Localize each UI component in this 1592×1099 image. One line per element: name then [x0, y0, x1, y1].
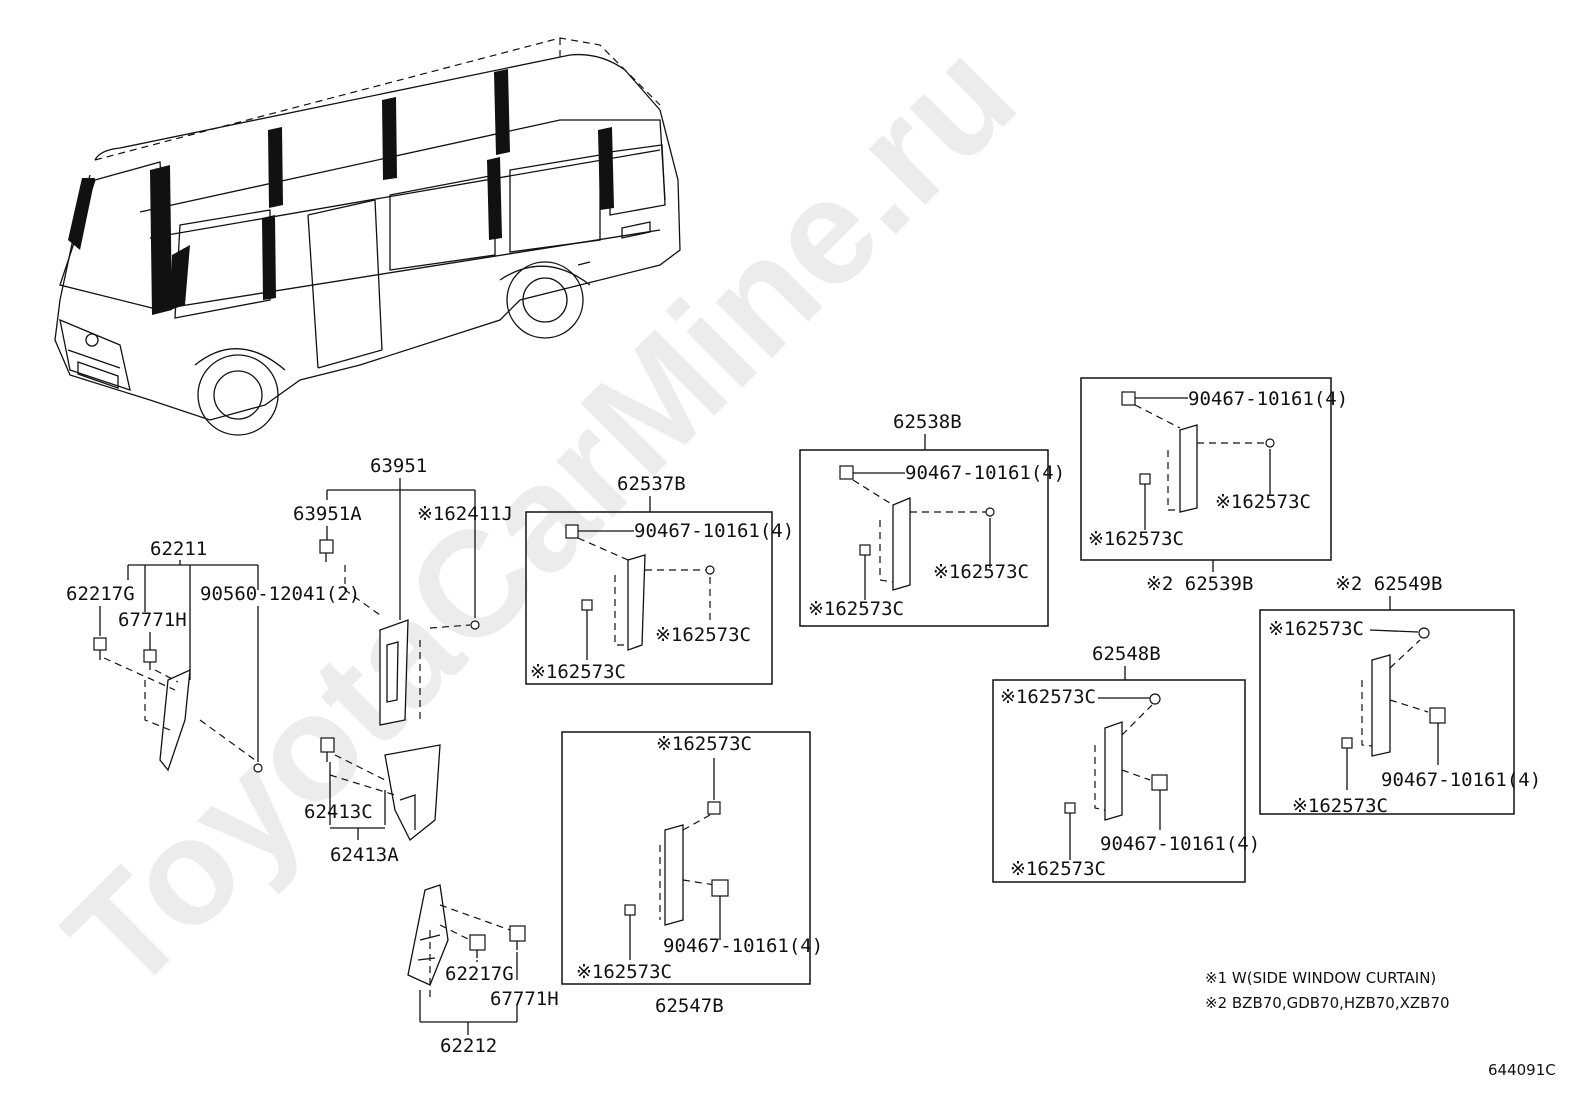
- pillar-garnish-62211: [159, 668, 191, 772]
- label-62537B[interactable]: 62537B: [617, 473, 686, 495]
- box-62548B: [992, 679, 1246, 883]
- van-illustration: [54, 37, 681, 436]
- label-63951A[interactable]: 63951A: [293, 503, 362, 525]
- group-62547B: ※162573C 90467-10161(4) ※162573C 62547B: [561, 731, 823, 1017]
- label-90467-a[interactable]: 90467-10161(4): [634, 520, 794, 542]
- label-62573C-d1[interactable]: ※162573C: [1215, 491, 1311, 513]
- clip-icon: [1139, 473, 1151, 485]
- label-62573C-d2[interactable]: ※162573C: [1088, 528, 1184, 550]
- label-90467-b[interactable]: 90467-10161(4): [663, 935, 823, 957]
- clip-icon: [319, 539, 334, 562]
- group-62211: 62211 62217G 67771H 90560-12041(2): [66, 538, 360, 773]
- label-67771H-b[interactable]: 67771H: [490, 988, 559, 1010]
- label-62573C-b2[interactable]: ※162573C: [576, 961, 672, 983]
- group-62413A: 62413C 62413A: [304, 737, 441, 866]
- group-62548B: 62548B ※162573C 90467-10161(4) ※162573C: [992, 643, 1260, 883]
- label-62212[interactable]: 62212: [440, 1035, 497, 1057]
- clip-icon: [320, 737, 335, 762]
- label-62573C-b1[interactable]: ※162573C: [656, 733, 752, 755]
- bolt-icon: [839, 465, 854, 480]
- clip-small-icon: [985, 507, 995, 517]
- clip-small-icon: [705, 565, 715, 575]
- group-62537B: 62537B 90467-10161(4) ※162573C ※162573C: [525, 473, 794, 685]
- label-90467-c[interactable]: 90467-10161(4): [905, 462, 1065, 484]
- clip-icon: [469, 934, 486, 958]
- label-67771H[interactable]: 67771H: [118, 609, 187, 631]
- label-62547B[interactable]: 62547B: [655, 995, 724, 1017]
- bolt-icon: [1429, 707, 1446, 724]
- label-62538B[interactable]: 62538B: [893, 411, 962, 433]
- label-62573C-c2[interactable]: ※162573C: [808, 598, 904, 620]
- label-62573C-f2[interactable]: ※162573C: [1292, 795, 1388, 817]
- footnote-2: ※2 BZB70,GDB70,HZB70,XZB70: [1205, 994, 1450, 1012]
- clip-icon: [143, 649, 157, 670]
- bolt-icon: [711, 879, 729, 897]
- label-62413C[interactable]: 62413C: [304, 801, 373, 823]
- label-62413A[interactable]: 62413A: [330, 844, 399, 866]
- label-63951[interactable]: 63951: [370, 455, 427, 477]
- group-62538B: 62538B 90467-10161(4) ※162573C ※162573C: [799, 411, 1065, 627]
- label-62573C-e2[interactable]: ※162573C: [1010, 858, 1106, 880]
- pillar-garnish-62212: [407, 884, 449, 986]
- screw-icon: [253, 763, 263, 773]
- label-62411J[interactable]: ※162411J: [417, 503, 513, 525]
- box-62538B: [799, 449, 1049, 627]
- clip-small-icon: [1149, 693, 1161, 705]
- group-62549B: ※2 62549B ※162573C 90467-10161(4) ※16257…: [1259, 573, 1541, 817]
- label-62539B[interactable]: ※2 62539B: [1146, 573, 1253, 595]
- label-90467-d[interactable]: 90467-10161(4): [1188, 388, 1348, 410]
- label-62573C-e1[interactable]: ※162573C: [1000, 686, 1096, 708]
- clip-icon: [1341, 737, 1353, 749]
- label-62217G-b[interactable]: 62217G: [445, 963, 514, 985]
- bolt-icon: [1151, 774, 1168, 791]
- label-90560-12041[interactable]: 90560-12041(2): [200, 583, 360, 605]
- clip-icon: [859, 544, 871, 556]
- label-62549B[interactable]: ※2 62549B: [1335, 573, 1442, 595]
- label-90467-f[interactable]: 90467-10161(4): [1381, 769, 1541, 791]
- clip-icon: [93, 637, 107, 660]
- label-62217G[interactable]: 62217G: [66, 583, 135, 605]
- box-62539B: [1080, 377, 1332, 561]
- label-62573C-f1[interactable]: ※162573C: [1268, 618, 1364, 640]
- clip-icon: [1064, 802, 1076, 814]
- clip-small-icon: [1418, 627, 1430, 639]
- clip-icon: [509, 925, 526, 950]
- label-62573C-a1[interactable]: ※162573C: [655, 624, 751, 646]
- label-62211[interactable]: 62211: [150, 538, 207, 560]
- diagram-id: 644091C: [1488, 1061, 1556, 1079]
- label-62573C-c1[interactable]: ※162573C: [933, 561, 1029, 583]
- clip-icon: [707, 801, 721, 815]
- clip-icon: [581, 599, 593, 611]
- label-62548B[interactable]: 62548B: [1092, 643, 1161, 665]
- lower-garnish-62413A: [384, 744, 441, 842]
- label-90467-e[interactable]: 90467-10161(4): [1100, 833, 1260, 855]
- pillar-garnish-63951: [379, 619, 409, 726]
- group-63951: 63951 63951A ※162411J: [293, 455, 513, 726]
- box-62547B: [561, 731, 811, 985]
- screw-icon: [470, 620, 480, 630]
- label-62573C-a2[interactable]: ※162573C: [530, 661, 626, 683]
- clip-small-icon: [1265, 438, 1275, 448]
- bolt-icon: [1121, 391, 1136, 406]
- box-62549B: [1259, 609, 1515, 815]
- group-62539B: 90467-10161(4) ※162573C ※162573C ※2 6253…: [1080, 377, 1348, 595]
- clip-small-icon: [624, 904, 636, 916]
- box-62537B: [525, 511, 773, 685]
- group-62212: 62217G 67771H 62212: [407, 884, 559, 1057]
- footnotes: ※1 W(SIDE WINDOW CURTAIN) ※2 BZB70,GDB70…: [1205, 969, 1450, 1012]
- bolt-icon: [565, 524, 579, 539]
- footnote-1: ※1 W(SIDE WINDOW CURTAIN): [1205, 969, 1436, 987]
